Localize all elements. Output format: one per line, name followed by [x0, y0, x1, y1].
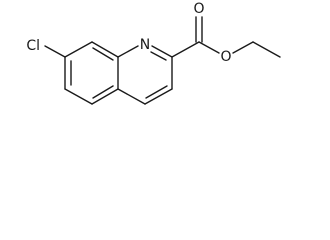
bond-ch2-ch3	[252, 41, 281, 58]
benzene-ring	[64, 41, 119, 105]
ethyl-7-chloroquinoline-2-carboxylate-structure: Cl N O O	[26, 1, 281, 105]
bond-c8a-n1	[117, 45, 139, 58]
bond-c8-c8a	[91, 41, 119, 58]
bond-c4-c4a	[117, 88, 146, 105]
bond-c7-c8	[64, 41, 93, 58]
bond-carbonyl-ester-oxygen	[198, 41, 220, 54]
bond-c2-carbonyl-carbon	[171, 41, 200, 58]
double-bond-c3-c4-inner	[145, 85, 168, 99]
pyridine-ring	[117, 45, 173, 105]
bond-ester-oxygen-ch2	[232, 41, 254, 54]
bond-c5-c6	[64, 88, 93, 105]
bond-n1-c2	[151, 45, 173, 58]
chlorine-label: Cl	[26, 38, 40, 54]
carbonyl-oxygen-label: O	[193, 1, 204, 17]
double-bond-c4a-c5-inner	[92, 85, 114, 99]
bond-c3-c4	[144, 88, 173, 105]
bond-c4a-c5	[91, 88, 119, 105]
double-bond-n1-c2-inner	[150, 51, 167, 61]
bond-c7-cl	[44, 45, 66, 58]
ester-oxygen-label: O	[220, 49, 231, 65]
ester-group	[171, 16, 281, 58]
nitrogen-label: N	[140, 37, 150, 53]
double-bond-c8-c8a-inner	[92, 47, 114, 61]
